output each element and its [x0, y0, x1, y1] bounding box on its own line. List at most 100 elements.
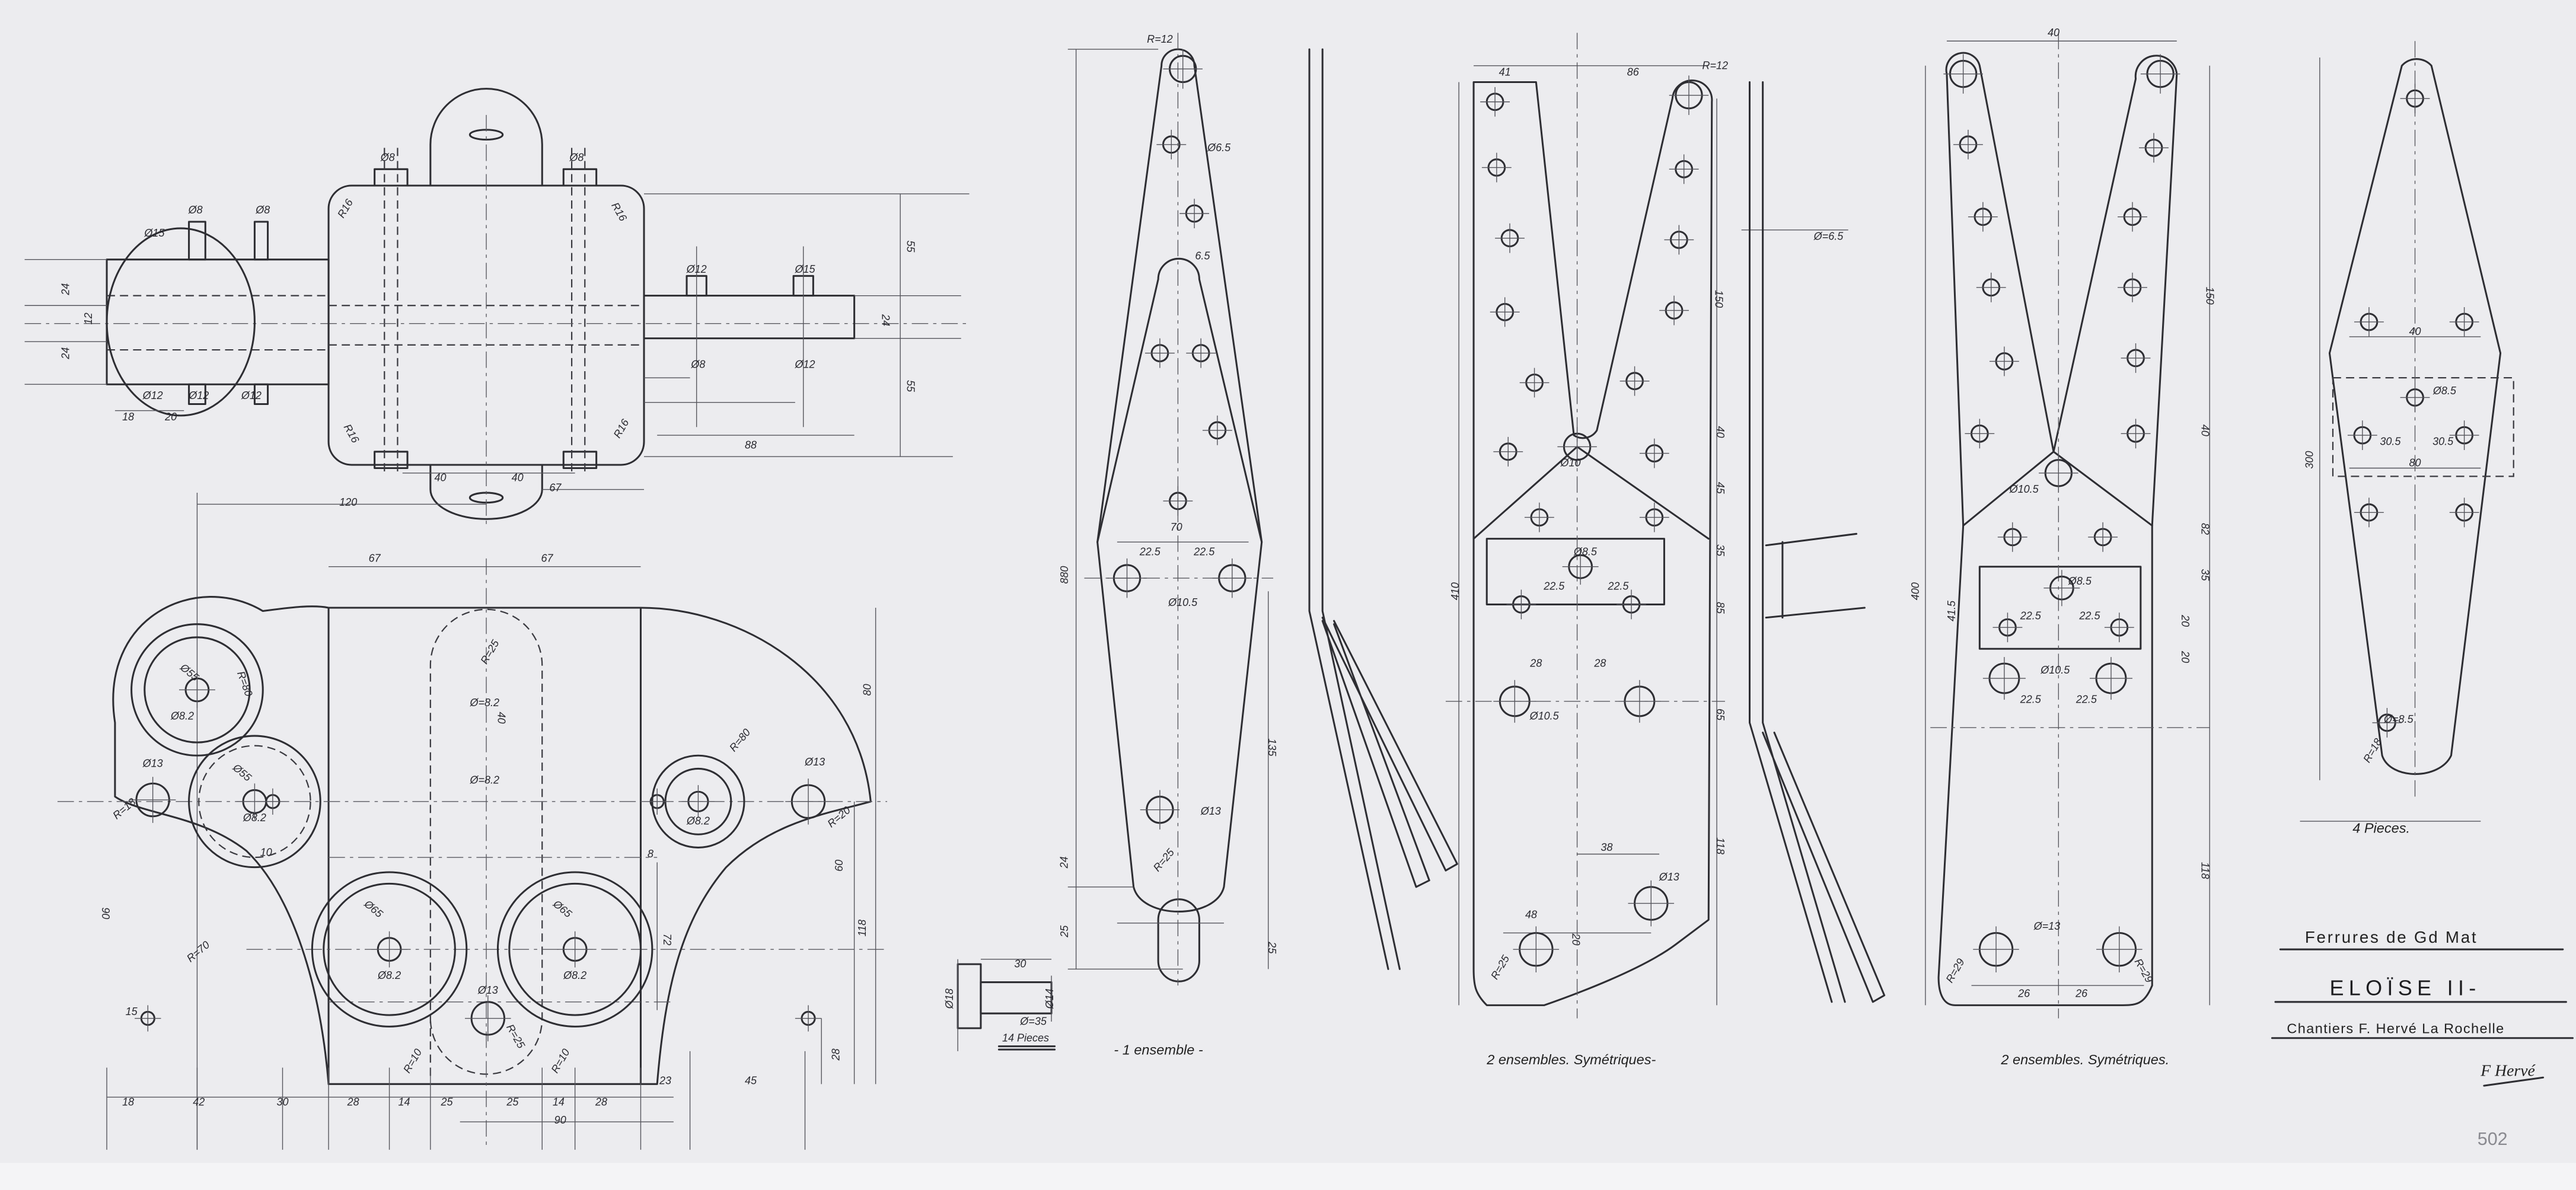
- hole-centerline: [2118, 272, 2147, 302]
- dimension-label: 120: [339, 496, 357, 508]
- dimension-label: Ø18: [943, 988, 955, 1009]
- dimension-label: R=12: [1703, 59, 1729, 71]
- dimension-label: Ø6.5: [1207, 142, 1231, 154]
- dimension-label: 55: [904, 241, 916, 253]
- bolt-hole: [496, 871, 653, 1028]
- hole-centerline: [1480, 87, 1510, 117]
- hole-centerline: [1943, 54, 1983, 94]
- hole-centerline: [1628, 880, 1675, 927]
- hole-centerline: [1992, 612, 2023, 643]
- hole-centerline: [2449, 420, 2479, 451]
- hole-centerline: [557, 931, 594, 968]
- dimension-label: 150: [1713, 290, 1724, 308]
- hole-centerline: [2449, 307, 2479, 337]
- dimension-label: Ø12: [142, 390, 163, 401]
- dimension-label: Ø10.5: [1168, 596, 1198, 608]
- dimension-label: 45: [1714, 482, 1726, 494]
- hole-centerline: [2118, 202, 2147, 232]
- dimension-label: 40: [434, 472, 446, 484]
- hole-centerline: [135, 1005, 161, 1032]
- dimension-label: 40: [495, 712, 507, 724]
- dimension-label: 30.5: [2380, 436, 2401, 448]
- dimension-label: Ø8.2: [563, 969, 586, 981]
- dimension-label: 72: [661, 934, 673, 946]
- dimension-label: 35: [1714, 544, 1726, 557]
- sheet-number: 502: [2478, 1129, 2508, 1149]
- hole-centerline: [1495, 223, 1525, 253]
- dimension-label: 65: [1714, 709, 1726, 721]
- bolt-hole: [323, 882, 456, 1016]
- dimension-label: 30.5: [2432, 436, 2454, 448]
- hole-centerline: [1976, 272, 2006, 302]
- dimension-label: 118: [856, 920, 868, 937]
- hole-centerline: [1664, 225, 1694, 255]
- dimension-label: Ø13: [804, 756, 825, 768]
- gearbox-elevation-view: [24, 88, 970, 1150]
- hole-centerline: [371, 931, 408, 968]
- hole-centerline: [2354, 307, 2384, 337]
- dimension-label: 25: [1266, 941, 1278, 954]
- dimension-label: 67: [369, 552, 381, 564]
- dimension-label: 26: [2075, 988, 2088, 1000]
- dimension-label: 30: [1014, 958, 1026, 970]
- hole-centerline: [178, 672, 215, 708]
- dimension-label: 22.5: [1139, 545, 1161, 557]
- dimension-label: Ø=35: [1019, 1016, 1047, 1028]
- dimension-label: 400: [1909, 582, 1921, 600]
- pin-detail-view: [957, 959, 1056, 1051]
- dimension-label: 30: [276, 1096, 288, 1108]
- dimension-label: 24: [59, 347, 71, 360]
- bolt-hole: [130, 623, 264, 757]
- dimension-label: Ø13: [1200, 805, 1221, 817]
- hole-centerline: [2096, 926, 2143, 972]
- dimension-label: 10: [260, 846, 272, 858]
- dimension-label: 48: [1525, 909, 1537, 921]
- dimension-label: 24: [1059, 856, 1070, 869]
- dimension-label: Ø8: [380, 151, 395, 163]
- hole-centerline: [1156, 129, 1187, 159]
- dimension-label: 28: [830, 1048, 842, 1061]
- part3-quantity-caption: 2 ensembles. Symétriques.: [2000, 1052, 2169, 1067]
- dimension-label: 410: [1449, 582, 1461, 600]
- hole-centerline: [2372, 707, 2402, 738]
- hole-centerline: [1144, 338, 1175, 368]
- hole-centerline: [2400, 84, 2430, 114]
- drawing-title: Ferrures de Gd Mat: [2305, 928, 2478, 946]
- hole-centerline: [1202, 415, 1232, 445]
- dimension-label: 22.5: [2078, 610, 2100, 621]
- dimension-label: 28: [347, 1096, 359, 1108]
- dimension-label: 80: [2409, 457, 2421, 469]
- dimension-label: 70: [1171, 521, 1182, 533]
- dimension-label: 14: [398, 1096, 410, 1108]
- part3-fitting-view: [1925, 33, 2210, 1019]
- hole-centerline: [2449, 497, 2479, 528]
- hole-centerline: [2121, 343, 2151, 373]
- bolt-hole: [144, 636, 251, 744]
- dimension-label: Ø15: [144, 227, 165, 239]
- dimension-label: 18: [122, 411, 134, 423]
- dimension-label: Ø12: [241, 390, 262, 401]
- hole-centerline: [2104, 612, 2134, 643]
- hole-centerline: [1997, 522, 2027, 552]
- hole-centerline: [1519, 368, 1550, 398]
- dimension-label: Ø=6.5: [1813, 230, 1844, 242]
- pin-quantity-caption: 14 Pieces: [1002, 1032, 1049, 1044]
- hole-centerline: [1618, 679, 1661, 723]
- dimension-label: 45: [745, 1074, 757, 1086]
- part4-quantity-caption: 4 Pieces.: [2352, 820, 2410, 835]
- dimension-label: Ø8.2: [686, 815, 710, 827]
- hole-centerline: [1163, 49, 1203, 89]
- title-block: Ferrures de Gd Mat ELOÏSE II- Chantiers …: [2271, 928, 2574, 1149]
- hole-centerline: [795, 1005, 822, 1032]
- dimension-label: 22.5: [1607, 580, 1629, 592]
- dimension-label: 40: [2409, 326, 2421, 337]
- dimension-label: 90: [554, 1114, 566, 1126]
- hole-centerline: [1982, 657, 2026, 700]
- bolt-hole: [188, 735, 321, 869]
- dimension-label: 22.5: [1543, 580, 1565, 592]
- hole-centerline: [2039, 453, 2078, 493]
- dimension-label: Ø8.5: [1573, 545, 1598, 557]
- hole-centerline: [785, 779, 831, 825]
- dimension-label: 40: [2048, 27, 2059, 39]
